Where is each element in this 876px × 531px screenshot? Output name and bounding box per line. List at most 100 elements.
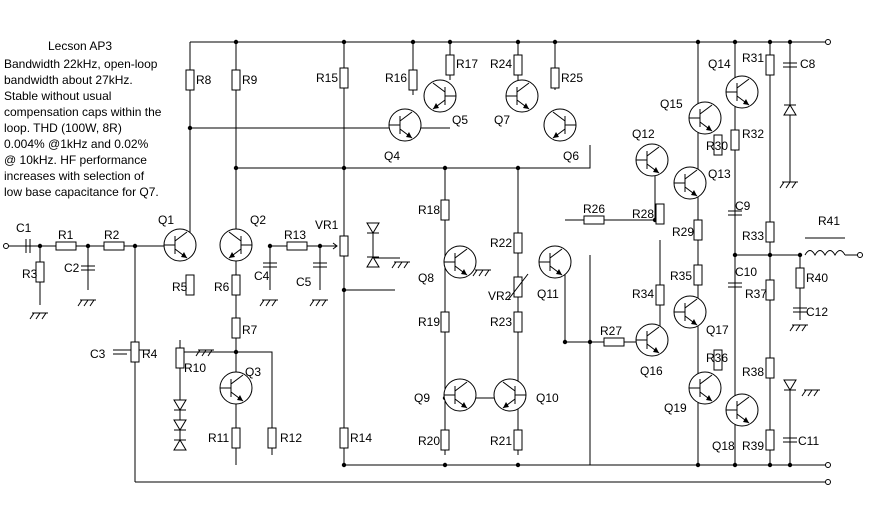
junction-dot (797, 252, 803, 258)
ground-symbol (779, 181, 798, 189)
capacitor-c9 (728, 210, 742, 216)
terminal (825, 479, 831, 485)
resistor-r31 (765, 54, 775, 76)
description-line: @ 10kHz. HF performance (4, 153, 147, 167)
resistor-r9 (231, 69, 241, 91)
label-r28: R28 (632, 207, 654, 221)
label-q15: Q15 (660, 97, 683, 111)
label-r16: R16 (385, 71, 407, 85)
ground-symbol (29, 312, 48, 320)
resistor-r15 (339, 67, 349, 89)
wire (236, 145, 591, 169)
label-r23: R23 (490, 315, 512, 329)
label-q3: Q3 (245, 365, 261, 379)
label-r24: R24 (490, 57, 512, 71)
resistor-r20 (440, 429, 450, 451)
label-vr2: VR2 (488, 289, 512, 303)
junction-dot (233, 349, 239, 355)
capacitor-c10 (728, 282, 742, 288)
capacitor-c1 (25, 239, 31, 253)
diode-symbol (173, 439, 187, 451)
resistor-r1 (55, 241, 77, 251)
label-r38: R38 (742, 365, 764, 379)
label-q18: Q18 (712, 439, 735, 453)
capacitor-c3 (113, 349, 127, 355)
description-line: compensation caps within the (4, 105, 162, 119)
label-c5: C5 (296, 275, 312, 289)
label-r25: R25 (561, 71, 583, 85)
schematic-title: Lecson AP3 (48, 39, 112, 53)
description-line: loop. THD (100W, 8R) (4, 121, 122, 135)
resistor-r18 (440, 199, 450, 221)
label-r12: R12 (280, 431, 302, 445)
transistor-q16 (635, 323, 669, 357)
transistor-q15 (688, 101, 722, 135)
potentiometer-vr1 (339, 235, 349, 257)
junction-dot (767, 39, 773, 45)
vr1-wiper (330, 242, 338, 250)
label-r29: R29 (672, 225, 694, 239)
resistor-r8 (185, 69, 195, 91)
transistor-q2 (219, 228, 253, 262)
capacitor-c4 (263, 262, 277, 268)
label-r3: R3 (22, 267, 38, 281)
junction-dot (267, 243, 273, 249)
label-r30: R30 (706, 139, 728, 153)
junction-dot (37, 243, 43, 249)
label-r39: R39 (742, 439, 764, 453)
junction-dot (187, 125, 193, 131)
junction-dot (341, 287, 347, 293)
junction-dot (132, 243, 138, 249)
label-q14: Q14 (708, 57, 731, 71)
label-r27: R27 (600, 324, 622, 338)
label-q11: Q11 (537, 287, 559, 301)
junction-dot (442, 462, 448, 468)
label-q17: Q17 (706, 323, 729, 337)
ground-symbol (801, 389, 820, 397)
junction-dot (695, 462, 701, 468)
junction-dot (515, 39, 521, 45)
junction-dot (317, 243, 323, 249)
label-q6: Q6 (563, 149, 579, 163)
resistor-r25 (550, 67, 560, 89)
transistor-q13 (673, 166, 707, 200)
diode-symbol (173, 419, 187, 431)
terminal (825, 39, 831, 45)
label-c2: C2 (64, 261, 80, 275)
capacitor-c12 (793, 307, 807, 313)
description-line: low base capacitance for Q7. (4, 185, 159, 199)
label-r6: R6 (214, 280, 230, 294)
label-r17: R17 (456, 57, 478, 71)
junction-dot (732, 39, 738, 45)
transistor-q9 (443, 378, 477, 412)
label-r5: R5 (172, 280, 188, 294)
label-r34: R34 (632, 287, 654, 301)
transistor-q19 (688, 371, 722, 405)
label-c10: C10 (735, 265, 757, 279)
junction-dot (587, 339, 593, 345)
junction-dot (233, 165, 239, 171)
resistor-r39 (765, 429, 775, 451)
junction-dot (85, 243, 91, 249)
junction-dot (515, 462, 521, 468)
resistor-r38 (765, 357, 775, 379)
label-r4: R4 (142, 347, 158, 361)
junction-dot (767, 462, 773, 468)
resistor-r27 (603, 337, 625, 347)
resistor-r17 (445, 54, 455, 76)
resistor-r19 (440, 311, 450, 333)
label-c3: C3 (90, 347, 106, 361)
label-q2: Q2 (250, 213, 266, 227)
transistor-q4 (388, 108, 422, 142)
transistor-q1 (163, 228, 197, 262)
diode-symbol (783, 104, 797, 116)
inductor-coil (804, 250, 846, 257)
junction-dot (410, 39, 416, 45)
label-c9: C9 (735, 199, 751, 213)
label-c1: C1 (16, 221, 32, 235)
diode-symbol (173, 399, 187, 411)
junction-dot (552, 39, 558, 45)
terminal (3, 243, 9, 249)
resistor-r21 (513, 429, 523, 451)
resistor-r35 (693, 264, 703, 286)
